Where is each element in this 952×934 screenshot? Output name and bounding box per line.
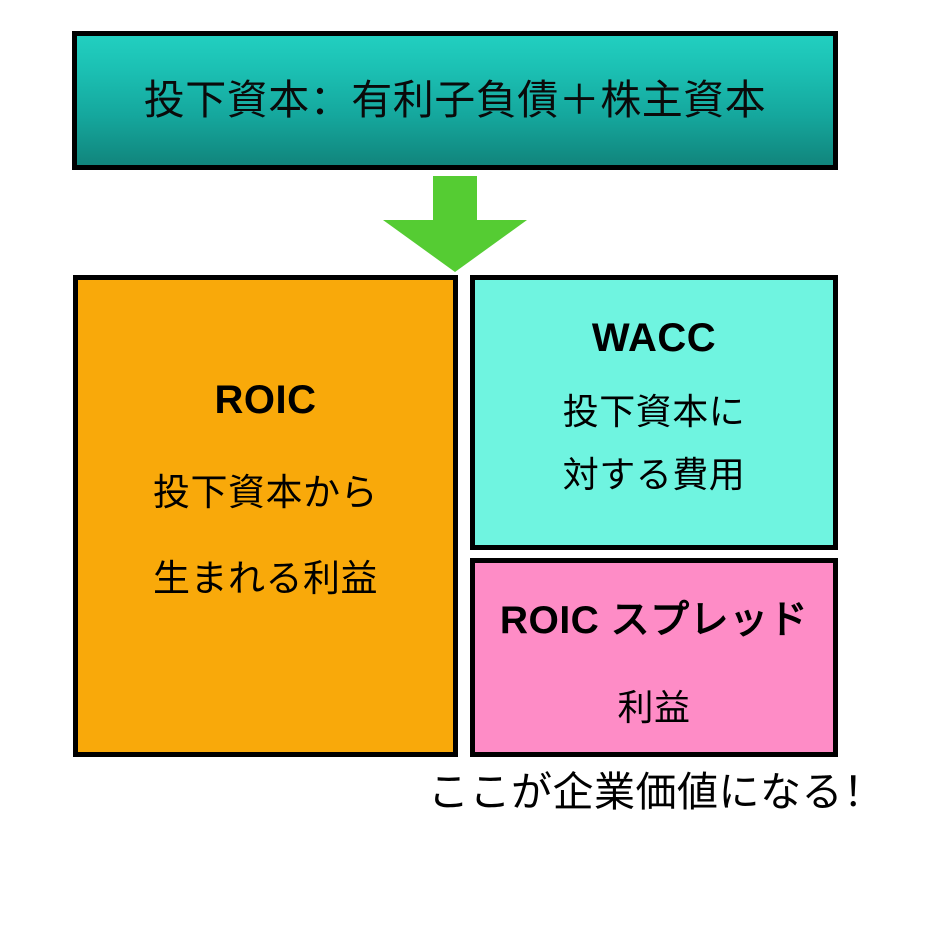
wacc-line-2: 対する費用 — [562, 454, 746, 496]
invested-capital-label: 投下資本：有利子負債＋株主資本 — [143, 76, 767, 123]
down-arrow-shape — [383, 176, 527, 272]
enterprise-value-caption: ここが企業価値になる！ — [428, 769, 885, 815]
roic-line-2: 生まれる利益 — [153, 557, 378, 599]
down-arrow-icon — [383, 176, 527, 272]
roic-heading: ROIC — [214, 378, 317, 422]
roic-line-1: 投下資本から — [153, 472, 378, 513]
wacc-box: WACC 投下資本に 対する費用 — [470, 275, 838, 550]
wacc-line-1: 投下資本に — [562, 391, 746, 432]
wacc-heading: WACC — [591, 316, 717, 360]
roic-spread-heading: ROIC スプレッド — [499, 599, 809, 642]
roic-spread-box: ROIC スプレッド 利益 — [470, 558, 838, 757]
invested-capital-box: 投下資本：有利子負債＋株主資本 — [72, 31, 838, 170]
roic-spread-line-1: 利益 — [617, 687, 691, 728]
roic-box: ROIC 投下資本から 生まれる利益 — [73, 275, 458, 757]
